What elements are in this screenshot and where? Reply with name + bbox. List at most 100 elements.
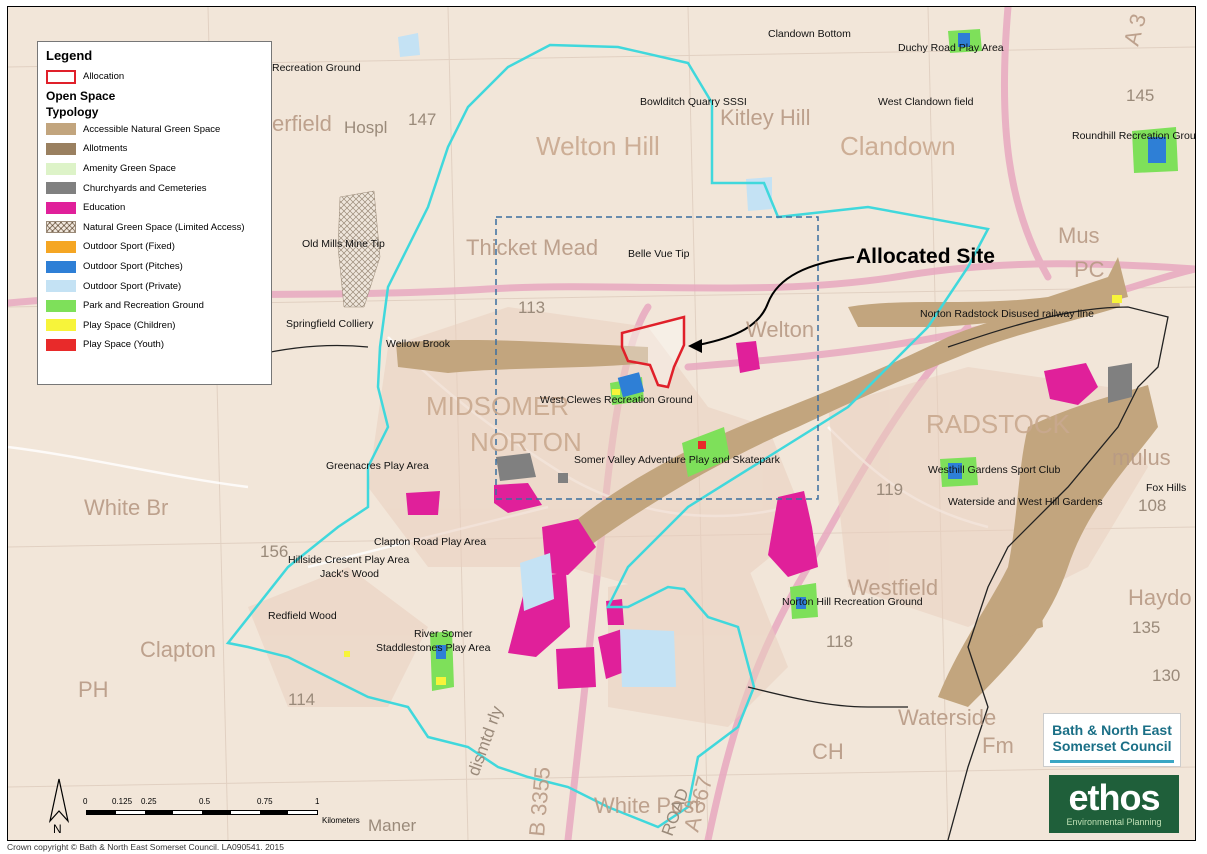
label-114: 114 <box>288 690 315 709</box>
legend-label: Natural Green Space (Limited Access) <box>83 221 245 233</box>
legend-label: Amenity Green Space <box>83 163 176 175</box>
map-canvas[interactable]: Welton Hill Clandown Kitley Hill MIDSOME… <box>8 7 1195 840</box>
label-119: 119 <box>876 480 903 499</box>
label-108: 108 <box>1138 496 1166 515</box>
place-labels: Clandown Bottom Duchy Road Play Area Rec… <box>268 28 1195 654</box>
scale-tick-label: 1 <box>315 797 320 806</box>
label-redfield: Redfield Wood <box>268 610 337 622</box>
allocated-site-label: Allocated Site <box>856 245 995 268</box>
label-welton-hill: Welton Hill <box>536 131 660 161</box>
urban-areas <box>248 307 1148 727</box>
legend-label: Play Space (Children) <box>83 319 176 331</box>
label-pc: PC <box>1074 257 1105 282</box>
label-midsomer: MIDSOMER <box>426 391 569 421</box>
legend-swatch <box>46 240 76 253</box>
label-maner: Maner <box>368 816 417 835</box>
play-areas <box>344 295 1122 685</box>
label-waterside: Waterside <box>898 705 996 730</box>
label-113: 113 <box>518 298 545 317</box>
label-clandown-bottom: Clandown Bottom <box>768 28 851 40</box>
legend-swatch <box>46 142 76 155</box>
north-label: N <box>53 822 62 835</box>
council-logo: Bath & North East Somerset Council <box>1043 713 1181 767</box>
study-area-box <box>495 216 819 500</box>
label-wellow: Wellow Brook <box>386 338 451 350</box>
label-a3: A 3 <box>1119 11 1151 48</box>
label-westfield: Westfield <box>848 575 938 600</box>
legend-label: Outdoor Sport (Pitches) <box>83 261 183 273</box>
label-145: 145 <box>1126 86 1154 105</box>
legend-swatch-allocation <box>46 69 76 84</box>
legend-label: Accessible Natural Green Space <box>83 123 221 135</box>
council-logo-line1: Bath & North East <box>1052 722 1172 738</box>
label-west-clandown: West Clandown field <box>878 96 974 108</box>
label-b3355: B 3355 <box>524 766 555 838</box>
legend-row: Natural Green Space (Limited Access) <box>46 218 263 238</box>
label-white-br: White Br <box>84 495 168 520</box>
legend-label: Play Space (Youth) <box>83 339 164 351</box>
north-arrow: N <box>48 778 70 835</box>
allocated-site-arrow <box>688 256 855 353</box>
railway-green-space <box>568 289 1120 547</box>
legend-row: Outdoor Sport (Private) <box>46 276 263 296</box>
label-norton-radstock: Norton Radstock Disused railway line <box>920 308 1094 320</box>
legend-row: Accessible Natural Green Space <box>46 120 263 140</box>
allocation-site[interactable] <box>620 315 686 389</box>
label-springfield: Springfield Colliery <box>286 318 374 330</box>
legend-row: Amenity Green Space <box>46 159 263 179</box>
legend-row: Allotments <box>46 139 263 159</box>
pitch-areas <box>436 33 1166 659</box>
legend-swatch <box>46 162 76 175</box>
scale-bar-graphic <box>86 810 318 815</box>
label-mus: Mus <box>1058 223 1100 248</box>
label-white-post: White Post <box>594 793 700 818</box>
legend-row: Outdoor Sport (Pitches) <box>46 257 263 277</box>
education-areas <box>406 341 1098 689</box>
label-ch: CH <box>812 739 844 764</box>
label-hospl: Hospl <box>344 118 387 137</box>
ethos-logo: ethos Environmental Planning <box>1049 775 1179 833</box>
label-belle-vue: Belle Vue Tip <box>628 248 690 260</box>
label-clapton: Clapton <box>140 637 216 662</box>
legend-label: Allotments <box>83 143 128 155</box>
legend-label: Outdoor Sport (Private) <box>83 280 182 292</box>
label-mulus: mulus <box>1112 445 1171 470</box>
label-staddlestones: Staddlestones Play Area <box>376 642 491 654</box>
label-haydon: Haydo <box>1128 585 1192 610</box>
legend-label: Churchyards and Cemeteries <box>83 182 207 194</box>
label-bowlditch: Bowlditch Quarry SSSI <box>640 96 747 108</box>
scale-tick-label: 0.125 <box>112 797 133 806</box>
legend-label: Park and Recreation Ground <box>83 300 204 312</box>
label-hillside: Hillside Cresent Play Area <box>288 554 410 566</box>
legend-row: Education <box>46 198 263 218</box>
label-jacks-wood: Jack's Wood <box>320 568 379 580</box>
label-norton-hill: Norton Hill Recreation Ground <box>782 596 923 608</box>
legend-swatch <box>46 123 76 136</box>
ethos-logo-sub: Environmental Planning <box>1066 817 1162 827</box>
legend-label: Allocation <box>83 71 125 83</box>
label-west-clewes: West Clewes Recreation Ground <box>540 394 693 406</box>
label-147: 147 <box>408 110 436 129</box>
legend-swatch <box>46 299 76 312</box>
label-clapton-road: Clapton Road Play Area <box>374 536 486 548</box>
label-river-somer: River Somer <box>414 628 473 640</box>
wellow-green-space <box>396 339 648 373</box>
label-erfield: erfield <box>272 111 332 136</box>
scale-tick-label: 0.25 <box>141 797 157 806</box>
scale-tick-label: 0.5 <box>199 797 211 806</box>
label-fox-hills: Fox Hills <box>1146 482 1186 494</box>
label-kitley-hill: Kitley Hill <box>720 105 810 130</box>
label-156: 156 <box>260 542 288 561</box>
haydon-green-space <box>1008 567 1043 637</box>
north-railway-green <box>848 257 1128 327</box>
label-130: 130 <box>1152 666 1180 685</box>
label-duchy-road: Duchy Road Play Area <box>898 42 1004 54</box>
legend-open-space-title: Open Space <box>46 88 116 103</box>
old-mills-natural-limited <box>337 190 381 308</box>
label-waterside-gardens: Waterside and West Hill Gardens <box>948 496 1103 508</box>
legend-row: Outdoor Sport (Fixed) <box>46 237 263 257</box>
label-welton: Welton <box>746 317 814 342</box>
label-fm: Fm <box>982 733 1014 758</box>
